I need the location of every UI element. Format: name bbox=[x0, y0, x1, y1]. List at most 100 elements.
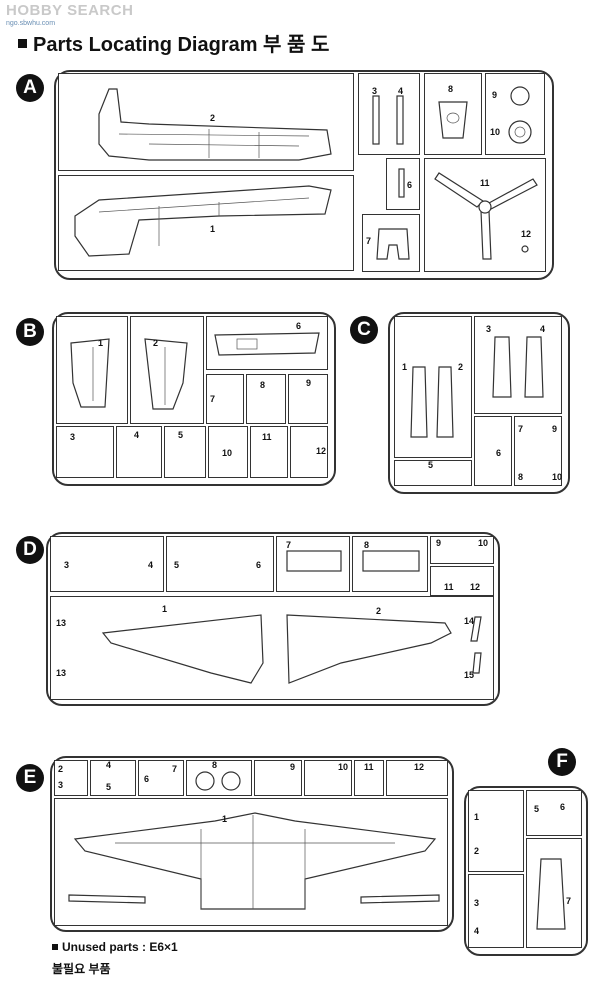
sprue-b-cell-2 bbox=[130, 316, 204, 424]
part-f5-label: 5 bbox=[534, 804, 540, 814]
sprue-b-cell-9 bbox=[288, 374, 328, 424]
wing-halves-drawing bbox=[101, 614, 482, 684]
part-e3-label: 3 bbox=[58, 780, 64, 790]
part-c3-label: 3 bbox=[486, 324, 492, 334]
part-c1-label: 1 bbox=[402, 362, 408, 372]
part-b12-label: 12 bbox=[316, 446, 327, 456]
part-d2-label: 2 bbox=[376, 606, 382, 616]
part-c8-label: 8 bbox=[518, 472, 524, 482]
sprue-f-cell-7 bbox=[526, 838, 582, 948]
parts-c1-c2-drawing bbox=[410, 366, 454, 438]
sprue-c-cell-3-4 bbox=[474, 316, 562, 414]
part-c5-label: 5 bbox=[428, 460, 434, 470]
part-e12-label: 12 bbox=[414, 762, 425, 772]
sprue-e-cell-12 bbox=[386, 760, 448, 796]
sprue-d-cell-9-10 bbox=[430, 536, 494, 564]
part-a12-label: 12 bbox=[521, 229, 532, 239]
sprue-e-badge: E bbox=[16, 764, 44, 792]
part-c7-label: 7 bbox=[518, 424, 524, 434]
part-b4-label: 4 bbox=[134, 430, 140, 440]
sprue-c-cell-1-2 bbox=[394, 316, 472, 458]
sprue-d-cell-wings bbox=[50, 596, 494, 700]
sprue-d-cell-5-6 bbox=[166, 536, 274, 592]
sprue-d-cell-8 bbox=[352, 536, 428, 592]
part-f4-label: 4 bbox=[474, 926, 480, 936]
sprue-a-cell-9-10 bbox=[485, 73, 545, 155]
part-e5-label: 5 bbox=[106, 782, 112, 792]
sprue-f-cell-5-6 bbox=[526, 790, 582, 836]
part-d13b-label: 13 bbox=[56, 668, 67, 678]
part-b2-drawing bbox=[144, 338, 188, 410]
part-d3-label: 3 bbox=[64, 560, 70, 570]
sprue-a-cell-6 bbox=[386, 158, 420, 210]
part-d11-label: 11 bbox=[444, 582, 454, 592]
wheels-drawing bbox=[195, 771, 241, 791]
part-f3-label: 3 bbox=[474, 898, 480, 908]
sprue-e-cell-6-7 bbox=[138, 760, 184, 796]
part-a1-label: 1 bbox=[210, 224, 216, 234]
sprue-b-cell-6 bbox=[206, 316, 328, 370]
part-a11-label: 11 bbox=[480, 178, 490, 188]
part-a6-label: 6 bbox=[407, 180, 413, 190]
sprue-f-cell-3-4 bbox=[468, 874, 524, 948]
sprue-b-cell-1 bbox=[56, 316, 128, 424]
sprue-b-cell-4 bbox=[116, 426, 162, 478]
sprue-d-cell-3-4 bbox=[50, 536, 164, 592]
sprue-d-cell-11-12 bbox=[430, 566, 494, 596]
sprue-d-cell-7 bbox=[276, 536, 350, 592]
part-d4-label: 4 bbox=[148, 560, 154, 570]
sprue-e-cell-9 bbox=[254, 760, 302, 796]
sprue-b-cell-7 bbox=[206, 374, 244, 424]
part-d7-label: 7 bbox=[286, 540, 292, 550]
sprue-a-cell-fuselage-2 bbox=[58, 73, 354, 171]
part-b3-label: 3 bbox=[70, 432, 76, 442]
sprue-a-cell-8 bbox=[424, 73, 482, 155]
part-d15-label: 15 bbox=[464, 670, 475, 680]
sprue-c-badge: C bbox=[350, 316, 378, 344]
unused-parts-korean: 불필요 부품 bbox=[52, 962, 111, 976]
part-a4-label: 4 bbox=[398, 86, 404, 96]
part-b1-drawing bbox=[70, 338, 110, 408]
part-a8-label: 8 bbox=[448, 84, 454, 94]
sprue-d-badge: D bbox=[16, 536, 44, 564]
sprue-f-badge: F bbox=[548, 748, 576, 776]
part-e11-label: 11 bbox=[364, 762, 374, 772]
unused-parts-text: Unused parts : E6×1 bbox=[62, 940, 178, 954]
part-a2-label: 2 bbox=[210, 113, 216, 123]
sprue-b-cell-12 bbox=[290, 426, 328, 478]
part-e10-label: 10 bbox=[338, 762, 349, 772]
part-d14-label: 14 bbox=[464, 616, 475, 626]
unused-parts-note: Unused parts : E6×1 bbox=[52, 940, 178, 954]
part-d7-drawing bbox=[286, 550, 342, 572]
part-a9-label: 9 bbox=[492, 90, 498, 100]
part-d8-drawing bbox=[362, 550, 420, 572]
part-d8-label: 8 bbox=[364, 540, 370, 550]
part-d1-label: 1 bbox=[162, 604, 168, 614]
page-title-text: Parts Locating Diagram 부 품 도 bbox=[33, 34, 330, 56]
sprue-b-cell-5 bbox=[164, 426, 206, 478]
bullet-square-icon bbox=[18, 39, 27, 48]
part-e7-label: 7 bbox=[172, 764, 178, 774]
part-b11-label: 11 bbox=[262, 432, 272, 442]
propeller-drawing bbox=[434, 172, 538, 260]
sprue-b-cell-3 bbox=[56, 426, 114, 478]
sprue-a-cell-propeller bbox=[424, 158, 546, 272]
part-b8-label: 8 bbox=[260, 380, 266, 390]
sprue-a-cell-7 bbox=[362, 214, 420, 272]
part-b10-label: 10 bbox=[222, 448, 233, 458]
parts-3-4-drawing bbox=[372, 95, 404, 145]
part-c2-label: 2 bbox=[458, 362, 464, 372]
fuselage-right-drawing bbox=[74, 185, 332, 257]
part-e4-label: 4 bbox=[106, 760, 112, 770]
part-f7-drawing bbox=[536, 858, 566, 930]
part-d9-label: 9 bbox=[436, 538, 442, 548]
part-c6-label: 6 bbox=[496, 448, 502, 458]
parts-9-10-drawing bbox=[508, 86, 532, 144]
part-f6-label: 6 bbox=[560, 802, 566, 812]
watermark-url: ngo.sbwhu.com bbox=[6, 20, 56, 27]
part-e8-label: 8 bbox=[212, 760, 218, 770]
part-d10-label: 10 bbox=[478, 538, 489, 548]
fuselage-left-drawing bbox=[98, 88, 332, 161]
part-e2-label: 2 bbox=[58, 764, 64, 774]
sprue-a-badge: A bbox=[16, 74, 44, 102]
